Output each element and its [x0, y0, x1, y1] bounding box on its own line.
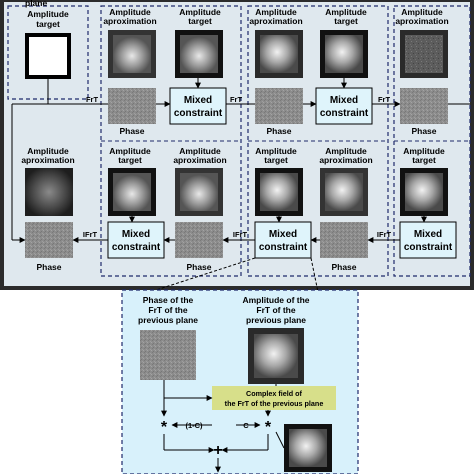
p1b-phase-label: Phase [186, 262, 211, 272]
p1b-phase-image [175, 222, 223, 258]
p3t-phase-image [400, 88, 448, 124]
p2-ifrt-label: IFrT [233, 230, 248, 239]
p1t-approx-label-2: aproximation [103, 16, 156, 26]
p2-frt-label: FrT [378, 95, 391, 104]
complex-field-label-2: the FrT of the previous plane [225, 399, 324, 408]
p2t-phase-image [255, 88, 303, 124]
p2b-phase-image [320, 222, 368, 258]
mult-left-symbol: * [161, 419, 168, 436]
p2t-approx-label-2: aproximation [249, 16, 302, 26]
p1t-mixed-label-1: Mixed [184, 95, 212, 106]
p2t-target-label-2: target [334, 16, 358, 26]
detail-amp-label-1: Amplitude of the [242, 295, 309, 305]
p0b-phase-label: Phase [36, 262, 61, 272]
p1-ifrt-label: IFrT [83, 230, 98, 239]
p2t-phase-label: Phase [266, 126, 291, 136]
p2b-approx-image [325, 173, 363, 211]
coef-left-label: (1-C) [185, 421, 203, 430]
p3t-approx-label-2: aproximation [395, 16, 448, 26]
complex-field-box [212, 386, 336, 410]
p2t-approx-label-1: Amplitude [255, 7, 297, 17]
complex-field-label-1: Complex field of [246, 389, 303, 398]
p1-frt-label: FrT [230, 95, 243, 104]
panel0-title-partial: plane [25, 0, 47, 8]
zoom-line-left [149, 257, 256, 293]
mult-right-symbol: * [265, 419, 272, 436]
p1b-approx-label-2: aproximation [173, 155, 226, 165]
p3t-approx-label-1: Amplitude [401, 7, 443, 17]
zoom-line-right [310, 257, 319, 293]
p1t-target-label-1: Amplitude [179, 7, 221, 17]
p3t-phase-label: Phase [411, 126, 436, 136]
p2b-mixed-label-2: constraint [259, 242, 308, 253]
detail-phase-label-1: Phase of the [143, 295, 194, 305]
panel0-amp-label-2: target [36, 19, 60, 29]
detail-phase-image [140, 330, 196, 380]
p0-frt-label: FrT [86, 95, 99, 104]
p1t-mixed-label-2: constraint [174, 108, 223, 119]
panel0-amp-image [29, 37, 67, 75]
p1b-target-label-1: Amplitude [109, 146, 151, 156]
panel0-amp-label-1: Amplitude [27, 9, 69, 19]
p1b-target-label-2: target [118, 155, 142, 165]
p2t-target-image [325, 35, 363, 73]
p0b-approx-label-2: aproximation [21, 155, 74, 165]
p3b-target-image [405, 173, 443, 211]
p2t-mixed-label-2: constraint [320, 108, 369, 119]
p1t-target-label-2: target [188, 16, 212, 26]
p1b-target-image [113, 173, 151, 211]
detail-amp-label-3: previous plane [246, 315, 306, 325]
p3b-target-label-2: target [412, 155, 436, 165]
p0b-approx-image [25, 168, 73, 216]
p2b-target-label-2: target [264, 155, 288, 165]
p1b-mixed-label-2: constraint [112, 242, 161, 253]
p3t-approx-image [405, 35, 443, 73]
p2b-phase-label: Phase [331, 262, 356, 272]
p3b-mixed-label-2: constraint [404, 242, 453, 253]
p2t-target-label-1: Amplitude [325, 7, 367, 17]
p2t-approx-image [260, 35, 298, 73]
p1b-approx-label-1: Amplitude [179, 146, 221, 156]
p2b-target-label-1: Amplitude [255, 146, 297, 156]
p1b-mixed-label-1: Mixed [122, 229, 150, 240]
p2b-mixed-label-1: Mixed [269, 229, 297, 240]
detail-phase-label-2: FrT of the [148, 305, 187, 315]
p3b-target-label-1: Amplitude [403, 146, 445, 156]
p2b-mixed-box [254, 221, 312, 259]
p1t-phase-image [108, 88, 156, 124]
coef-right-label: C [243, 421, 249, 430]
p3-ifrt-label: IFrT [377, 230, 392, 239]
sum-symbol: + [213, 442, 222, 459]
detail-target-to-mult [275, 431, 285, 449]
p1t-target-image [180, 35, 218, 73]
p1t-phase-label: Phase [119, 126, 144, 136]
p0b-approx-label-1: Amplitude [27, 146, 69, 156]
detail-target-image [289, 429, 327, 467]
detail-amp-label-2: FrT of the [256, 305, 295, 315]
detail-amp-image [254, 334, 298, 378]
p3b-mixed-box [399, 221, 457, 259]
panel2-border [247, 5, 389, 277]
p2b-approx-label-1: Amplitude [325, 146, 367, 156]
p3b-mixed-label-1: Mixed [414, 229, 442, 240]
p1t-approx-image [113, 35, 151, 73]
p0b-phase-image [25, 222, 73, 258]
main-panel-bg [4, 2, 470, 286]
panel1-border [100, 5, 242, 277]
p2b-approx-label-2: aproximation [319, 155, 372, 165]
p1t-mixed-box [169, 87, 227, 125]
p1t-approx-label-1: Amplitude [109, 7, 151, 17]
p2b-target-image [260, 173, 298, 211]
p1b-approx-image [180, 173, 218, 211]
detail-phase-label-3: previous plane [138, 315, 198, 325]
p2t-mixed-label-1: Mixed [330, 95, 358, 106]
